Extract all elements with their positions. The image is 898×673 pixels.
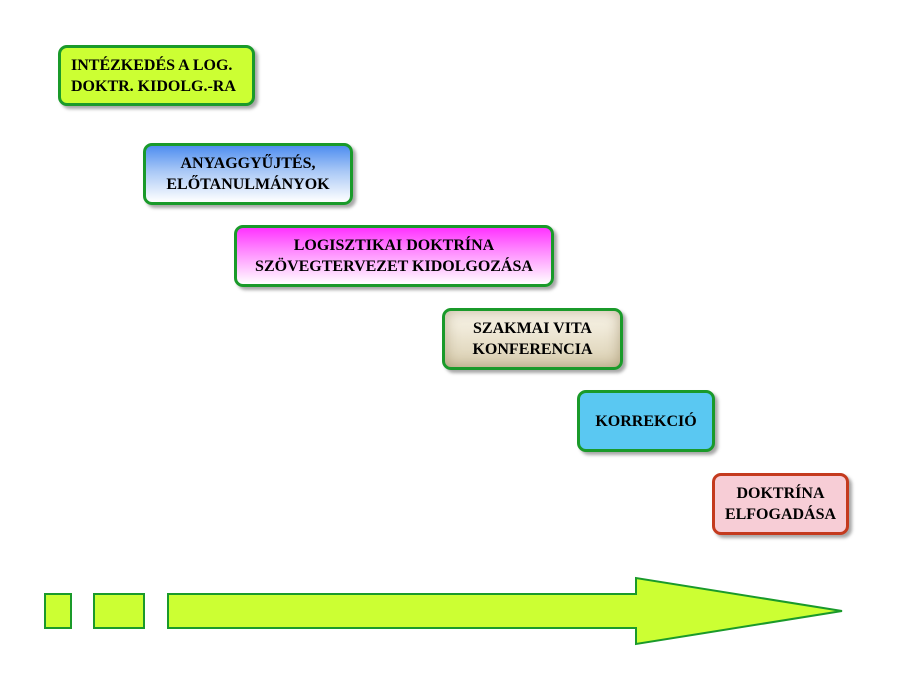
step-correction-box: KORREKCIÓ (577, 390, 715, 452)
step-collection-box: ANYAGGYŰJTÉS, ELŐTANULMÁNYOK (143, 143, 353, 205)
step-adoption-line-1: DOKTRÍNA (736, 485, 825, 502)
step-correction-label: KORREKCIÓ (595, 411, 696, 432)
step-draft-label: LOGISZTIKAI DOKTRÍNA SZÖVEGTERVEZET KIDO… (255, 235, 533, 277)
timeline-dash-2 (93, 593, 145, 629)
step-measure-line-1: INTÉZKEDÉS A LOG. (71, 56, 233, 74)
step-collection-line-2: ELŐTANULMÁNYOK (166, 176, 330, 193)
step-correction-line-1: KORREKCIÓ (595, 412, 697, 430)
step-conference-line-2: KONFERENCIA (472, 341, 593, 358)
step-adoption-line-2: ELFOGADÁSA (724, 506, 837, 523)
step-measure-label: INTÉZKEDÉS A LOG. DOKTR. KIDOLG.-RA (71, 55, 236, 97)
step-conference-box: SZAKMAI VITA KONFERENCIA (442, 308, 623, 370)
step-measure-box: INTÉZKEDÉS A LOG. DOKTR. KIDOLG.-RA (58, 45, 255, 106)
step-draft-box: LOGISZTIKAI DOKTRÍNA SZÖVEGTERVEZET KIDO… (234, 225, 554, 287)
step-collection-label: ANYAGGYŰJTÉS, ELŐTANULMÁNYOK (166, 153, 329, 195)
step-measure-line-2: DOKTR. KIDOLG.-RA (71, 77, 236, 95)
step-collection-line-1: ANYAGGYŰJTÉS, (180, 155, 316, 172)
step-draft-line-1: LOGISZTIKAI DOKTRÍNA (293, 237, 495, 254)
step-adoption-box: DOKTRÍNA ELFOGADÁSA (712, 473, 849, 535)
step-conference-line-1: SZAKMAI VITA (473, 320, 592, 337)
step-adoption-label: DOKTRÍNA ELFOGADÁSA (725, 483, 836, 525)
timeline-arrow (167, 576, 843, 646)
step-conference-label: SZAKMAI VITA KONFERENCIA (472, 318, 592, 360)
step-draft-line-2: SZÖVEGTERVEZET KIDOLGOZÁSA (255, 258, 533, 275)
timeline-dash-1 (44, 593, 72, 629)
